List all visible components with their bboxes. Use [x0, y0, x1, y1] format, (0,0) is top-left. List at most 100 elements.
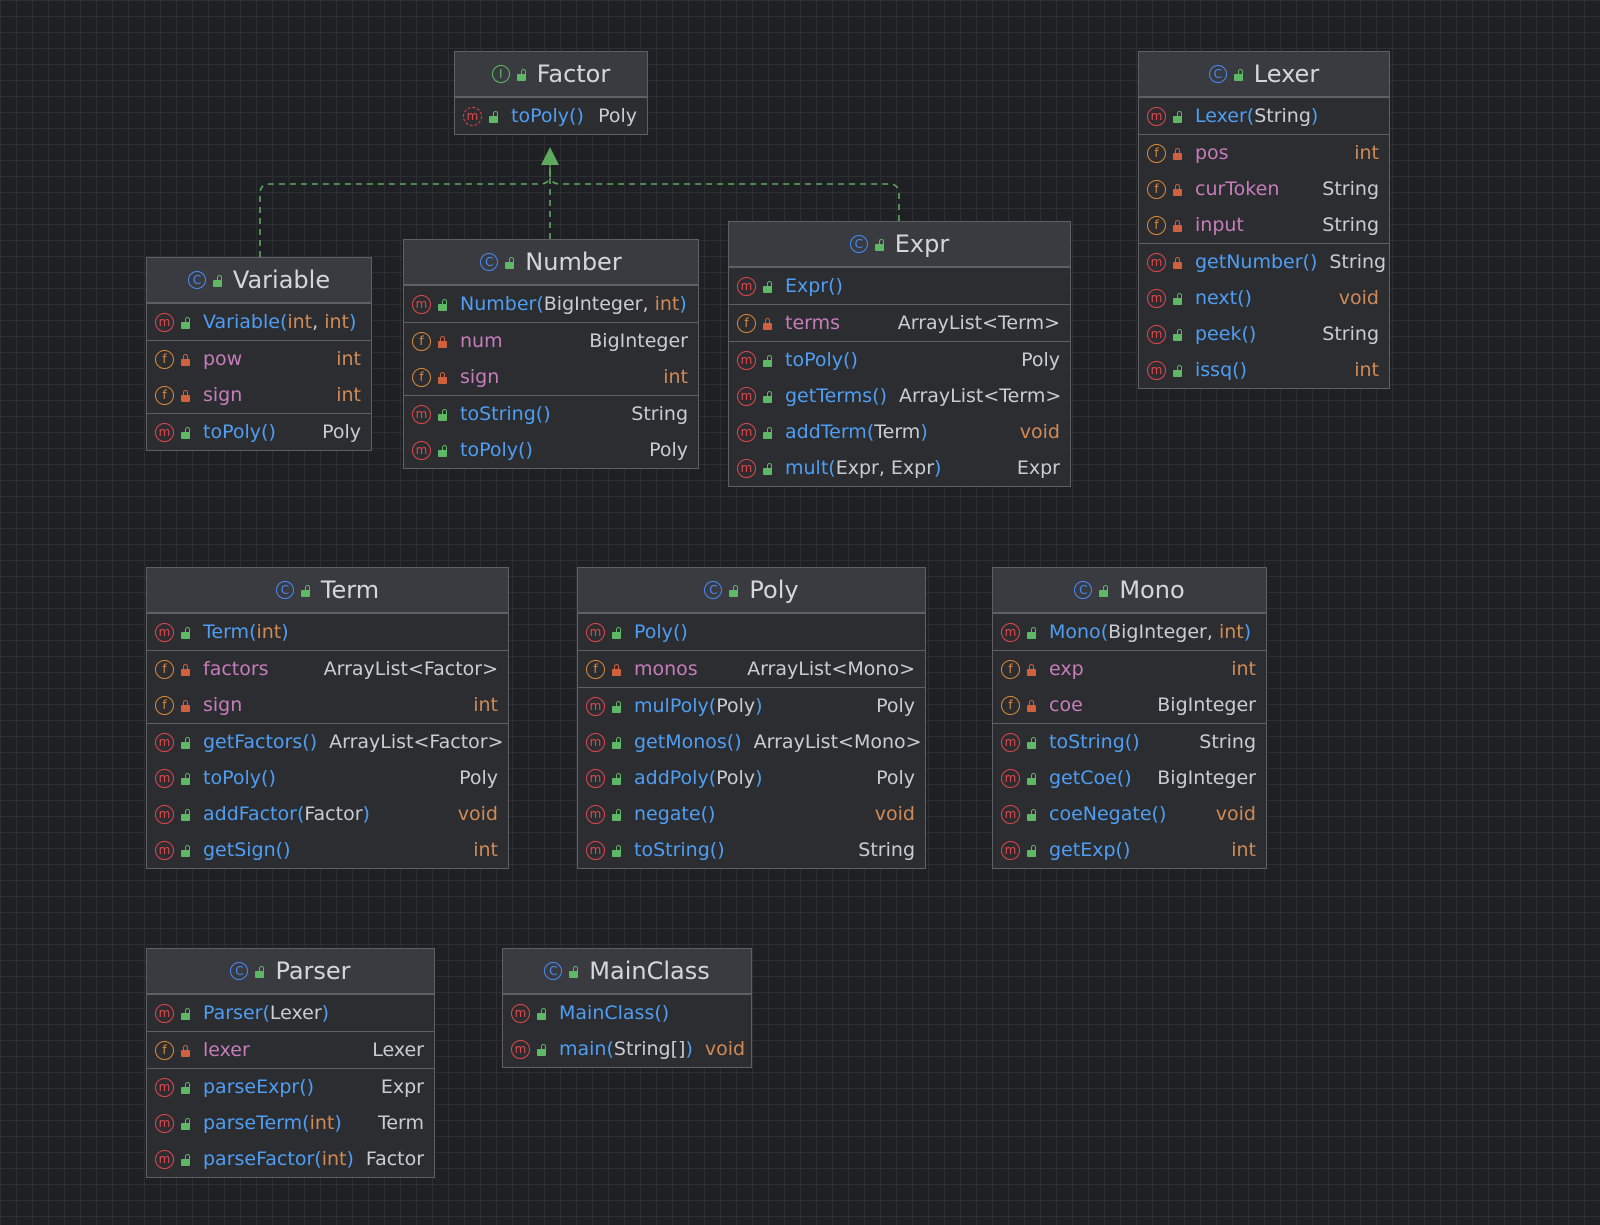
method-icon: m [1001, 622, 1020, 642]
field-name: monos [634, 658, 698, 680]
public-unlock-icon [1098, 584, 1109, 597]
member-type: Factor [365, 1148, 425, 1170]
private-lock-icon [437, 335, 448, 348]
member-type: BigInteger [1157, 767, 1256, 789]
public-unlock-icon [180, 426, 191, 439]
public-unlock-icon [437, 408, 448, 421]
method-icon: m [1001, 840, 1020, 860]
method-name: next [1195, 287, 1238, 309]
private-lock-icon [1026, 663, 1037, 676]
member-type: int [1354, 359, 1379, 381]
public-unlock-icon [437, 444, 448, 457]
method-params: () [872, 385, 887, 407]
method-name: Term [203, 621, 250, 643]
method-icon: m [412, 294, 431, 314]
field-icon: f [1001, 659, 1020, 679]
method-params: (int) [249, 621, 289, 643]
method-params: () [261, 421, 276, 443]
method-name: toPoly [785, 349, 844, 371]
member-type: Poly [459, 767, 498, 789]
public-unlock-icon [180, 316, 191, 329]
member-type: BigInteger [589, 330, 688, 352]
method-icon: m [737, 276, 756, 296]
method-icon: m [1147, 288, 1166, 308]
member-type: Expr [380, 1076, 424, 1098]
member-type: Lexer [372, 1039, 424, 1061]
method-params: () [275, 839, 291, 861]
method-params: () [843, 349, 858, 371]
field-icon: f [1147, 179, 1166, 199]
public-unlock-icon [180, 1117, 191, 1130]
member-type: int [663, 366, 688, 388]
